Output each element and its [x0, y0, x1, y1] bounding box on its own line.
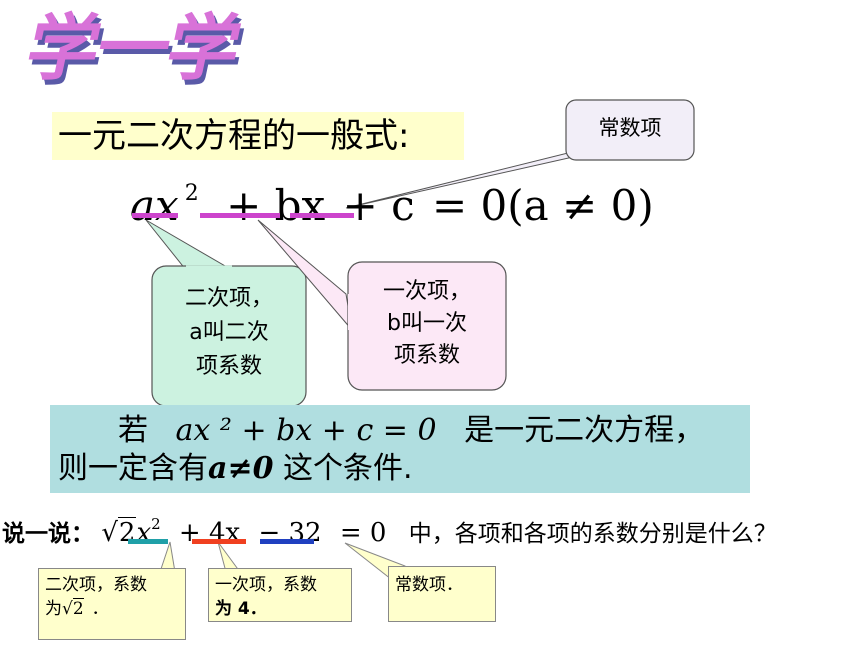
- say-it-suffix: 中，各项和各项的系数分别是什么？: [408, 521, 777, 547]
- condition-equation: ax ² + bx + c = 0: [175, 413, 437, 448]
- general-form-heading: 一元二次方程的一般式:: [58, 116, 410, 156]
- linear-callout-line: 项系数: [393, 343, 460, 368]
- sqrt-two-note: √2: [62, 598, 84, 619]
- formula-term-c: + c: [342, 181, 415, 230]
- linear-callout-text: 一次项， b叫一次 项系数: [348, 276, 506, 372]
- condition-line2-prefix: 则一定含有: [58, 451, 208, 486]
- underline-example-quadratic: [128, 539, 168, 544]
- condition-background: [50, 405, 750, 493]
- constant-callout-label: 常数项: [598, 116, 662, 140]
- formula-equals-condition: = 0(a ≠ 0): [432, 181, 654, 230]
- condition-emphasis: a≠0: [208, 451, 274, 486]
- underline-constant-term: [290, 213, 354, 218]
- underline-example-constant: [260, 539, 314, 544]
- constant-callout-box: [565, 99, 695, 161]
- condition-line-2: 则一定含有a≠0 这个条件.: [58, 449, 413, 489]
- formula-exponent: 2: [184, 181, 199, 206]
- condition-line-1: 若 ax ² + bx + c = 0 是一元二次方程，: [118, 411, 704, 451]
- say-it-question: 说一说： √2x2 + 4x − 32 = 0 中，各项和各项的系数分别是什么？: [2, 507, 777, 551]
- example-equals: = 0: [339, 518, 387, 548]
- formula-term-bx: + bx: [226, 181, 326, 230]
- condition-prefix: 若: [118, 413, 148, 448]
- quadratic-coefficient-note: 二次项，系数 为√2．: [38, 568, 186, 640]
- note-line: 一次项，系数: [215, 575, 317, 595]
- linear-coefficient-note: 一次项，系数 为 4．: [208, 568, 352, 622]
- note-line: 常数项．: [395, 575, 463, 595]
- constant-term-note: 常数项．: [388, 566, 496, 622]
- linear-callout-line: b叫一次: [387, 311, 467, 336]
- condition-suffix: 是一元二次方程，: [464, 413, 705, 448]
- quadratic-callout-line: 项系数: [195, 354, 262, 379]
- formula-term-ax: ax: [130, 181, 179, 230]
- quadratic-callout-line: a叫二次: [189, 320, 269, 345]
- note-line: 为√2．: [45, 598, 109, 619]
- example-equation: √2x2 + 4x − 32 = 0: [101, 515, 387, 548]
- quadratic-callout-text: 二次项， a叫二次 项系数: [152, 282, 306, 384]
- condition-line2-suffix: 这个条件.: [273, 451, 413, 486]
- underline-linear-term: [200, 213, 280, 218]
- sqrt-two: √2: [101, 517, 137, 548]
- linear-callout-line: 一次项，: [382, 279, 471, 304]
- say-it-prefix: 说一说：: [2, 521, 94, 547]
- underline-quadratic-term: [132, 213, 178, 218]
- heading-background: [52, 112, 464, 160]
- note-line: 二次项，系数: [45, 575, 147, 595]
- quadratic-callout-line: 二次项，: [184, 286, 273, 311]
- underline-example-linear: [192, 539, 246, 544]
- note-line: 为 4．: [215, 599, 267, 619]
